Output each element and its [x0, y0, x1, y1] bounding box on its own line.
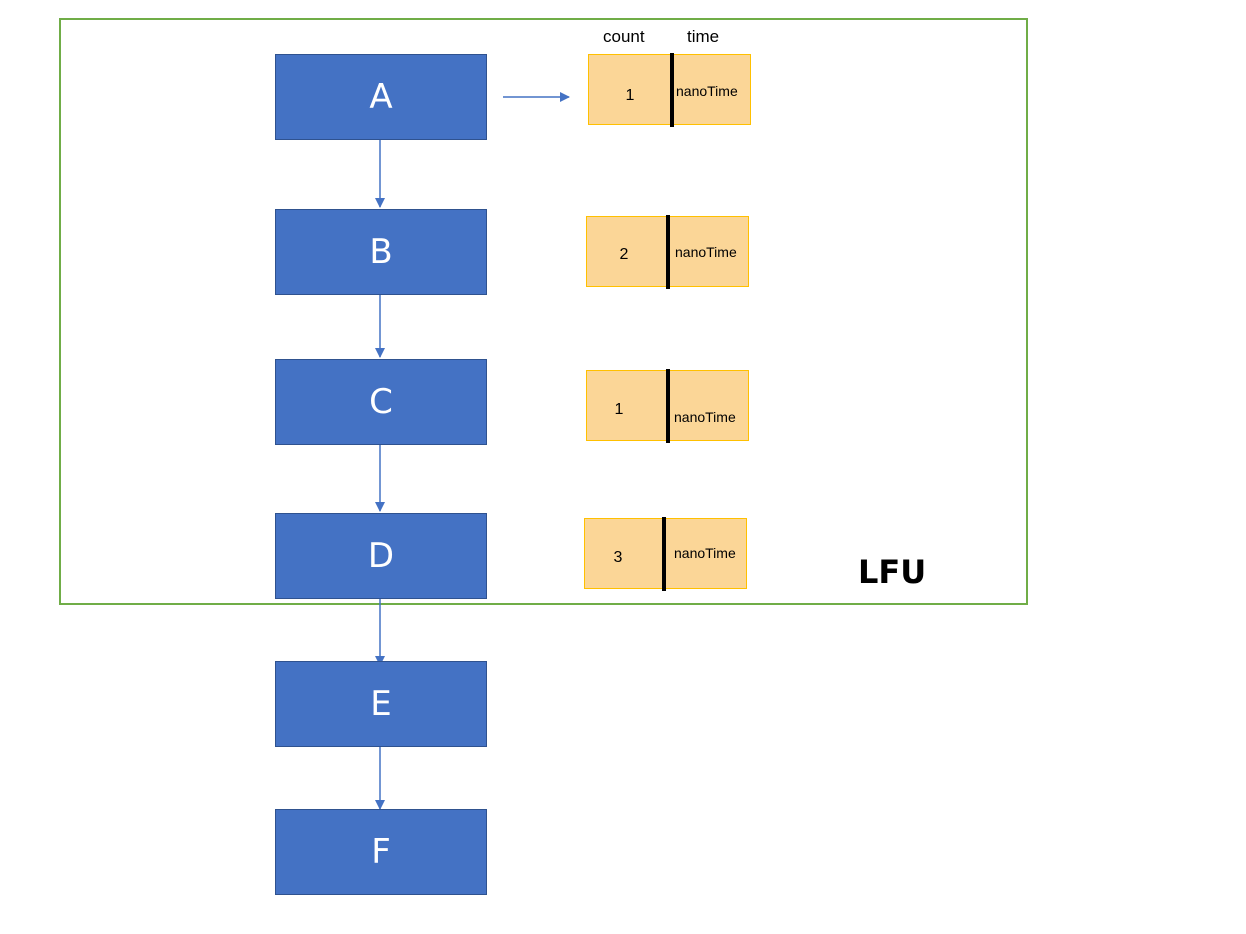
record-b: 2 nanoTime [586, 215, 749, 289]
record-time: nanoTime [675, 244, 737, 260]
record-a: 1 nanoTime [588, 53, 751, 127]
record-time: nanoTime [674, 545, 736, 561]
count-header: count [603, 27, 645, 46]
record-count: 3 [613, 549, 623, 566]
node-e: E [275, 661, 487, 747]
record-c: 1 nanoTime [586, 369, 749, 443]
node-a: A [275, 54, 487, 140]
lfu-label: LFU [858, 553, 927, 591]
record-divider [662, 517, 666, 591]
time-header: time [687, 27, 720, 46]
record-divider [666, 369, 670, 443]
record-divider [666, 215, 670, 289]
record-time: nanoTime [674, 409, 736, 425]
record-count: 1 [625, 87, 635, 104]
lfu-group-box [59, 18, 1028, 605]
node-c: C [275, 359, 487, 445]
node-b: B [275, 209, 487, 295]
record-time: nanoTime [676, 83, 738, 99]
node-d: D [275, 513, 487, 599]
node-f: F [275, 809, 487, 895]
record-divider [670, 53, 674, 127]
record-count: 1 [614, 401, 624, 418]
record-count: 2 [619, 246, 629, 263]
record-d: 3 nanoTime [584, 517, 747, 591]
